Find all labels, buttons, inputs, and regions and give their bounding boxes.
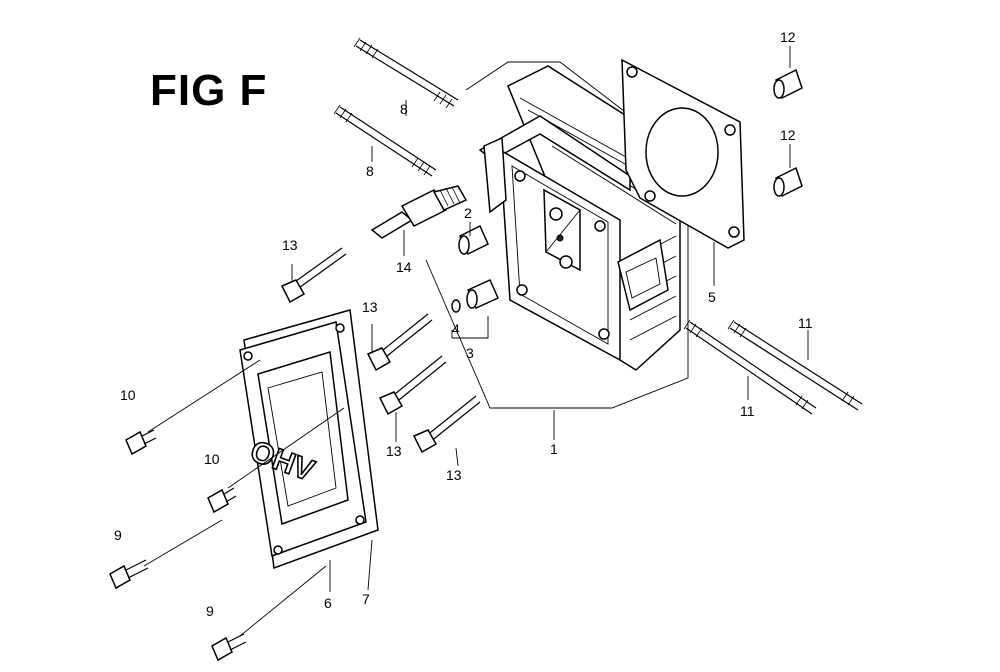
bolt-13-a: [280, 247, 347, 304]
callout-3: 3: [466, 345, 474, 361]
callout-11-upper: 11: [798, 315, 813, 331]
callout-11-lower: 11: [740, 403, 755, 419]
dowel-pin-lower: [773, 166, 803, 198]
callout-13-c: 13: [386, 443, 402, 459]
callout-9-lower: 9: [206, 603, 214, 619]
stud-lower: [333, 104, 437, 177]
spark-plug: [370, 185, 468, 239]
bolt-13-b: [366, 313, 433, 372]
bracket-3: [451, 316, 489, 339]
stud-upper: [353, 37, 459, 109]
valve-seal: [466, 279, 499, 309]
head-gasket: [621, 58, 745, 249]
long-stud-upper: [727, 319, 863, 411]
callout-2: 2: [464, 205, 472, 221]
bolt-13-c: [378, 355, 447, 416]
bolt-9-b: [211, 633, 247, 662]
callout-13-a: 13: [282, 237, 298, 253]
callout-12-upper: 12: [780, 29, 796, 45]
bolt-9-a: [109, 559, 149, 590]
clip: [451, 299, 461, 313]
dowel-pin-upper: [773, 68, 803, 100]
bolt-13-d: [412, 395, 481, 454]
screw-10-b: [207, 487, 237, 514]
callout-13-d: 13: [446, 467, 462, 483]
assembly-bracket: [425, 61, 689, 409]
callout-13-b: 13: [362, 299, 378, 315]
callout-labels: 1 2 3 4 5 6 7 8 8 9 9 10 10 11 11 12 12 …: [114, 29, 813, 619]
leader-lines: [143, 46, 809, 637]
callout-8-lower: 8: [366, 163, 374, 179]
callout-10-lower: 10: [204, 451, 220, 467]
callout-6: 6: [324, 595, 332, 611]
callout-10-upper: 10: [120, 387, 136, 403]
valve-guide-pin: [458, 224, 489, 256]
long-stud-lower: [683, 319, 817, 415]
callout-5: 5: [708, 289, 716, 305]
callout-7: 7: [362, 591, 370, 607]
figure-title: FIG F: [150, 66, 268, 115]
callout-4: 4: [452, 321, 460, 337]
callout-12-lower: 12: [780, 127, 796, 143]
callout-1: 1: [550, 441, 558, 457]
callout-8-upper: 8: [400, 101, 408, 117]
callout-9-upper: 9: [114, 527, 122, 543]
callout-14: 14: [396, 259, 412, 275]
screw-10-a: [125, 429, 157, 456]
